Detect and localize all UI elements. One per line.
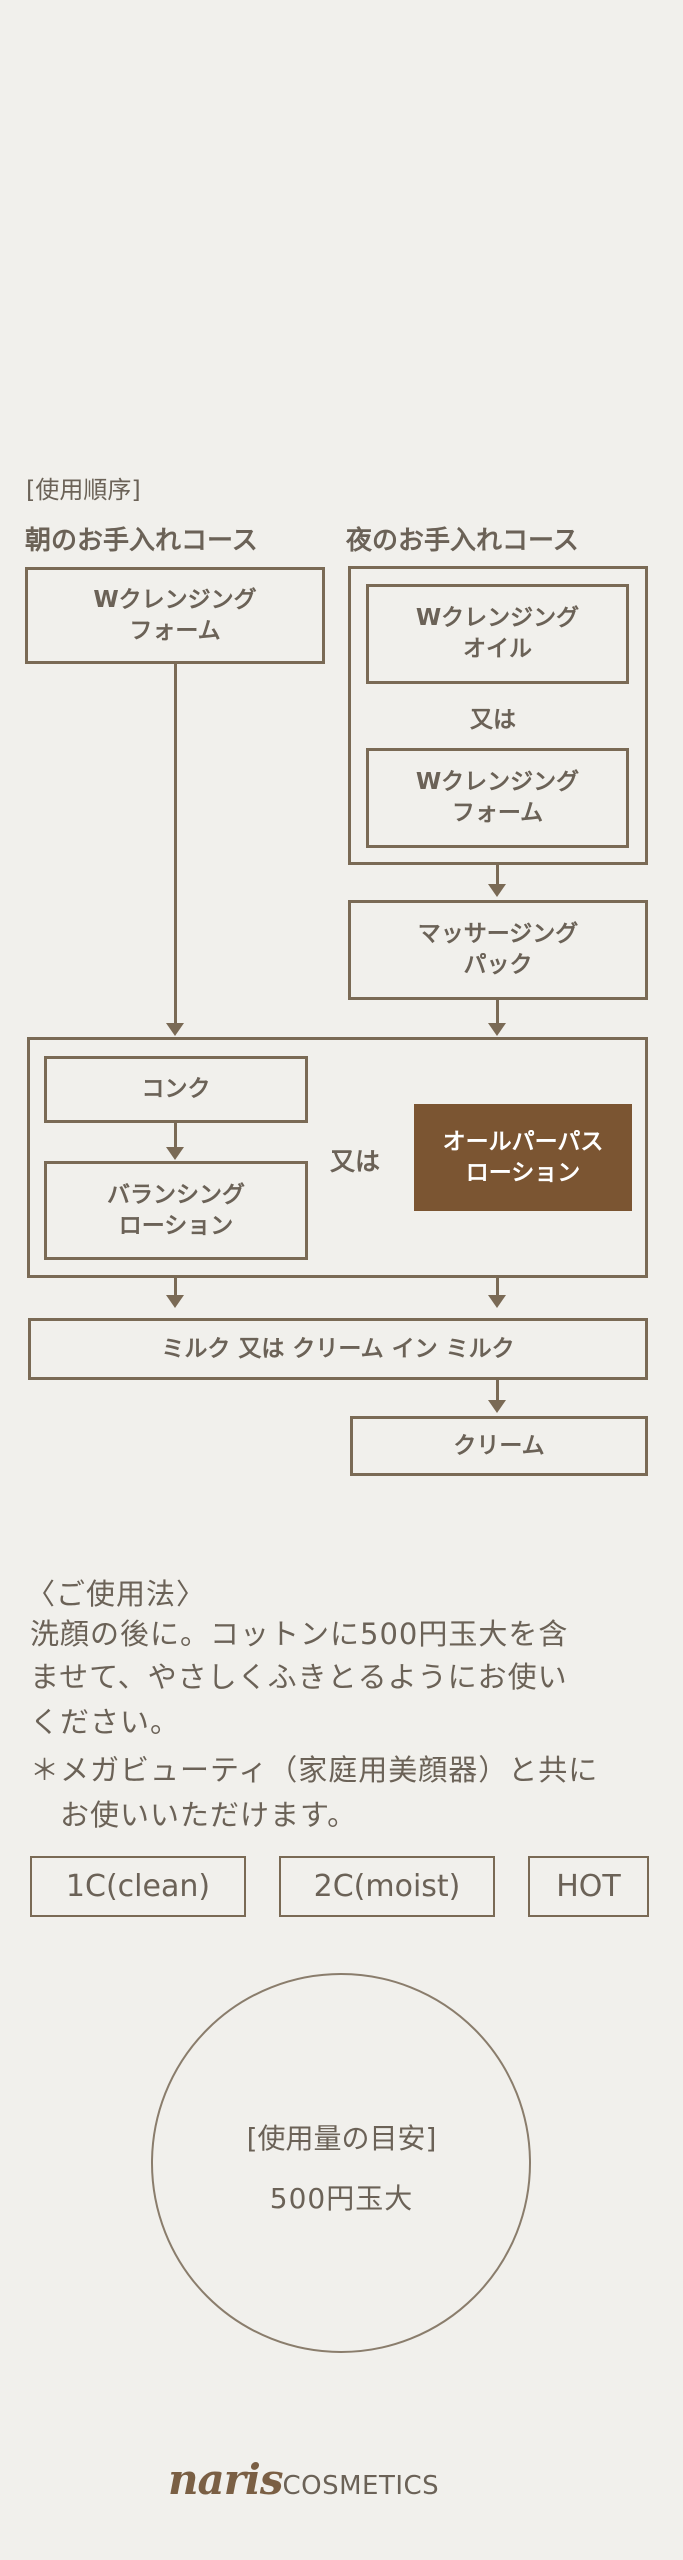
label: バランシング xyxy=(107,1181,245,1208)
connector-line xyxy=(496,1000,499,1026)
connector-line xyxy=(174,1123,177,1149)
brand-logo: narisCOSMETICS xyxy=(168,2455,439,2504)
label: ローション xyxy=(465,1159,581,1186)
amount-title: [使用量の目安] xyxy=(246,2122,437,2155)
arrow-down-icon xyxy=(166,1023,184,1036)
night-course-heading: 夜のお手入れコース xyxy=(346,526,579,556)
night-w-cleansing-oil: Wクレンジングオイル xyxy=(366,584,629,684)
label: コンク xyxy=(141,1076,211,1102)
usage-line: ませて、やさしくふきとるようにお使い xyxy=(30,1660,568,1694)
mode-badge-1c: 1C(clean) xyxy=(30,1856,246,1917)
label: ミルク 又は クリーム イン ミルク xyxy=(161,1335,515,1362)
connector-line xyxy=(496,865,499,887)
usage-line: 洗顔の後に。コットンに500円玉大を含 xyxy=(30,1617,569,1651)
label: Wクレンジング xyxy=(415,605,580,631)
amount-value: 500円玉大 xyxy=(269,2182,414,2215)
cream-step-box: クリーム xyxy=(350,1416,648,1476)
label: フォーム xyxy=(129,617,221,644)
label: マッサージング xyxy=(417,921,579,947)
brand-suffix: COSMETICS xyxy=(282,2471,440,2501)
arrow-down-icon xyxy=(488,1295,506,1308)
arrow-down-icon xyxy=(488,884,506,897)
label: ローション xyxy=(118,1212,234,1239)
usage-line: お使いいただけます。 xyxy=(30,1798,358,1832)
arrow-down-icon xyxy=(166,1147,184,1160)
arrow-down-icon xyxy=(166,1295,184,1308)
connector-line xyxy=(496,1278,499,1298)
concentrate-box: コンク xyxy=(44,1056,308,1123)
massaging-pack: マッサージングパック xyxy=(348,900,648,1000)
label: Wクレンジング xyxy=(93,586,257,613)
usage-line: ＊メガビューティ（家庭用美顔器）と共に xyxy=(30,1753,599,1787)
night-cleansing-group xyxy=(348,566,648,865)
night-w-cleansing-foam: Wクレンジングフォーム xyxy=(366,748,629,848)
or-label: 又は xyxy=(330,1147,381,1176)
section-title: [使用順序] xyxy=(26,476,141,504)
morning-course-heading: 朝のお手入れコース xyxy=(25,526,258,556)
mode-badge-2c: 2C(moist) xyxy=(279,1856,495,1917)
connector-line xyxy=(174,664,177,1026)
usage-line: ください。 xyxy=(30,1705,181,1739)
brand-script: naris xyxy=(168,2455,283,2504)
balancing-lotion-box: バランシングローション xyxy=(44,1161,308,1260)
arrow-down-icon xyxy=(488,1400,506,1413)
morning-w-cleansing-foam: Wクレンジングフォーム xyxy=(25,567,325,664)
label: クリーム xyxy=(453,1432,545,1459)
milk-step-box: ミルク 又は クリーム イン ミルク xyxy=(28,1318,648,1380)
connector-line xyxy=(496,1380,499,1402)
lotion-group xyxy=(27,1037,648,1278)
arrow-down-icon xyxy=(488,1023,506,1036)
mode-badge-hot: HOT xyxy=(528,1856,649,1917)
label: Wクレンジング xyxy=(415,769,580,795)
amount-guide-circle xyxy=(151,1973,531,2353)
label: オイル xyxy=(463,636,532,662)
label: オールパーパス xyxy=(442,1128,604,1155)
label: フォーム xyxy=(451,800,544,826)
label: パック xyxy=(463,952,533,978)
usage-heading: 〈ご使用法〉 xyxy=(26,1577,207,1611)
all-purpose-lotion-box: オールパーパスローション xyxy=(414,1104,632,1211)
or-label: 又は xyxy=(470,707,516,733)
connector-line xyxy=(174,1278,177,1298)
